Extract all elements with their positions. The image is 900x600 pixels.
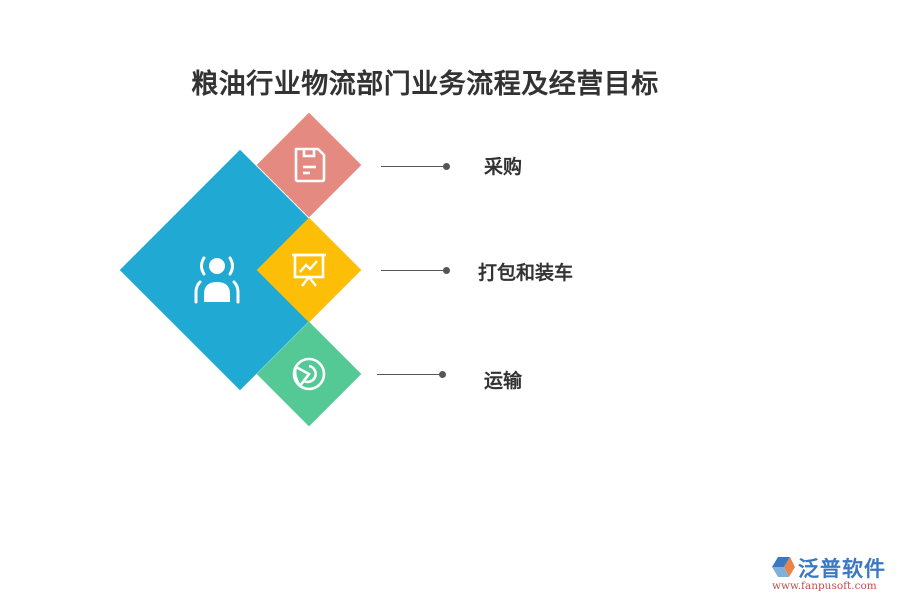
presentation-chart-icon (292, 253, 326, 287)
connector-dot-2 (443, 267, 450, 274)
connector-dot-1 (443, 163, 450, 170)
pie-chart-icon (292, 357, 326, 391)
fanpu-logo-icon (772, 557, 795, 577)
watermark-url: www.fanpusoft.com (772, 580, 877, 592)
step-label-transport: 运输 (484, 370, 523, 392)
connector-dot-3 (439, 371, 446, 378)
diagram-title: 粮油行业物流部门业务流程及经营目标 (191, 69, 659, 100)
connector-line-1 (381, 166, 447, 167)
connector-line-2 (381, 270, 447, 271)
floppy-disk-icon (294, 147, 326, 183)
step-label-purchase: 采购 (484, 156, 523, 178)
step-label-packing: 打包和装车 (478, 262, 574, 284)
connector-line-3 (377, 374, 443, 375)
watermark-name: 泛普软件 (798, 557, 886, 581)
person-broadcast-icon (194, 256, 240, 304)
